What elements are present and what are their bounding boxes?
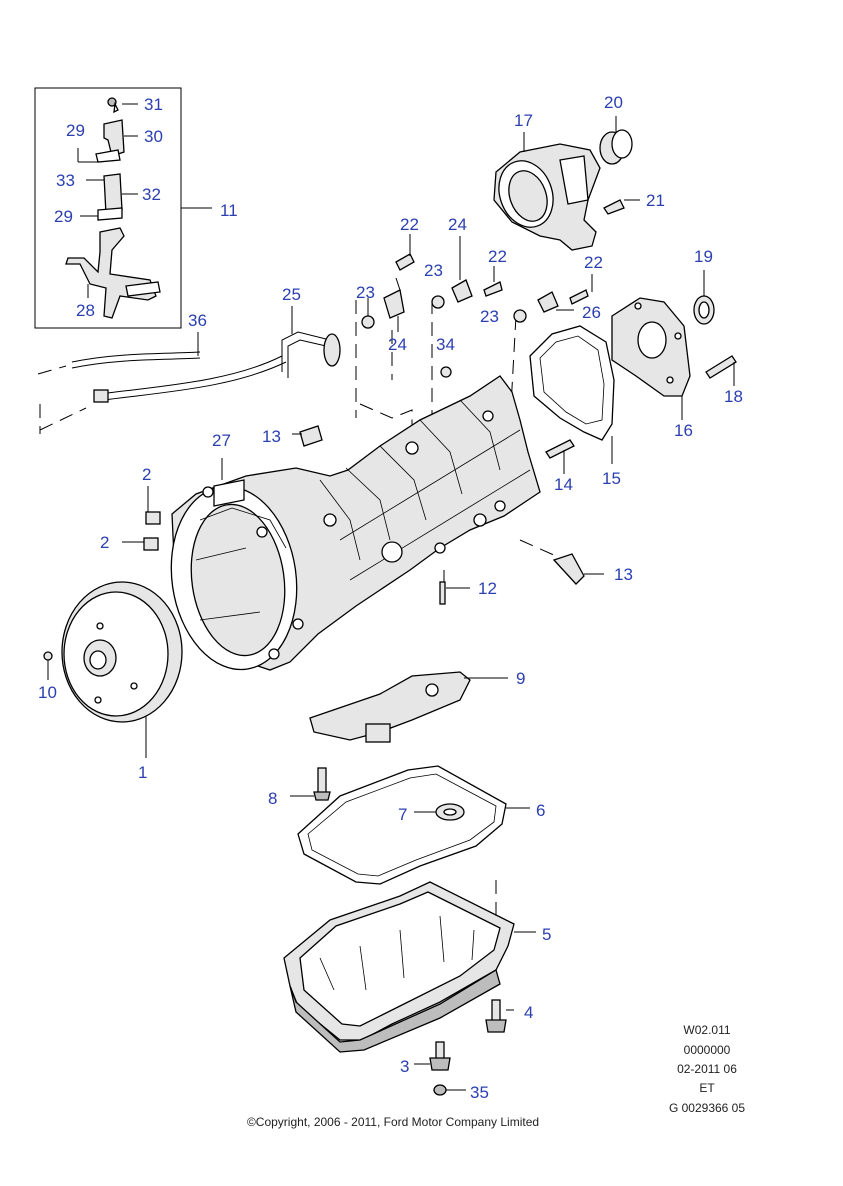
- callout-7: 7: [398, 805, 407, 824]
- callout-26: 26: [582, 303, 601, 322]
- callout-1: 1: [138, 763, 147, 782]
- callout-24-bottom: 24: [388, 335, 407, 354]
- bolt-18: [705, 355, 737, 386]
- callout-13-lower: 13: [614, 565, 633, 584]
- callout-35: 35: [470, 1083, 489, 1102]
- seal: [599, 116, 633, 165]
- bolt-4: [485, 999, 514, 1033]
- callout-11: 11: [220, 201, 238, 220]
- reference-line-3: 02-2011 06: [677, 1062, 737, 1076]
- callout-8: 8: [268, 789, 277, 808]
- inset-box-cooler-line-brackets: [34, 87, 212, 329]
- callout-12: 12: [478, 579, 497, 598]
- plug-2-lower: [122, 537, 159, 551]
- callout-9: 9: [516, 669, 525, 688]
- callout-6: 6: [536, 801, 545, 820]
- oil-pan-gasket: [297, 765, 530, 885]
- callout-21: 21: [646, 191, 665, 210]
- reference-line-1: W02.011: [683, 1023, 730, 1037]
- callout-34: 34: [436, 335, 455, 354]
- reference-line-2: 0000000: [684, 1043, 731, 1057]
- callout-36: 36: [188, 311, 207, 330]
- reference-line-4: ET: [699, 1081, 715, 1095]
- callout-27: 27: [212, 431, 231, 450]
- callout-32: 32: [142, 185, 161, 204]
- transmission-case: [170, 375, 541, 671]
- oil-cooler-tube: [71, 332, 287, 403]
- reference-line-5: G 0029366 05: [669, 1101, 745, 1115]
- breather-tube: [281, 306, 341, 378]
- gasket-15: [529, 325, 615, 464]
- callout-23-left: 23: [356, 283, 375, 302]
- callout-20: 20: [604, 93, 623, 112]
- extension-housing: [493, 132, 601, 251]
- oil-seal-19: [693, 270, 715, 325]
- sensor-group: [361, 234, 593, 378]
- bolt-21: [603, 199, 640, 215]
- bolt-13-upper: [292, 425, 323, 447]
- dowel-pin-14: [545, 439, 575, 474]
- callout-25: 25: [282, 285, 301, 304]
- callout-17: 17: [514, 111, 533, 130]
- callout-19: 19: [694, 247, 713, 266]
- callout-23-right: 23: [480, 307, 499, 326]
- callout-28: 28: [76, 301, 95, 320]
- callout-16: 16: [674, 421, 693, 440]
- callout-18: 18: [724, 387, 743, 406]
- plug-2-upper: [145, 486, 161, 525]
- callout-labels: 1 2 2 3 4 5 6 7 8 9 10 11 12 13 13 14 15…: [38, 93, 743, 1102]
- callout-5: 5: [542, 925, 551, 944]
- callout-14: 14: [554, 475, 573, 494]
- callout-29-lower: 29: [54, 207, 73, 226]
- callout-10: 10: [38, 683, 57, 702]
- bolt-8: [290, 767, 331, 801]
- bracket-9: [309, 671, 508, 743]
- callout-22-right: 22: [584, 253, 603, 272]
- bolt-13-lower: [552, 553, 604, 585]
- oil-filter-7: [414, 803, 465, 821]
- callout-2-upper: 2: [142, 465, 151, 484]
- callout-15: 15: [602, 469, 621, 488]
- callout-3: 3: [400, 1057, 409, 1076]
- callout-24-top: 24: [448, 215, 467, 234]
- callout-23-mid: 23: [424, 261, 443, 280]
- reference-block: W02.011 0000000 02-2011 06 ET G 0029366 …: [669, 1023, 745, 1115]
- bolt-35: [433, 1084, 466, 1096]
- callout-2-lower: 2: [100, 533, 109, 552]
- callout-4: 4: [524, 1003, 533, 1022]
- callout-22-left: 22: [400, 215, 419, 234]
- callout-22-mid: 22: [488, 247, 507, 266]
- callout-13-upper: 13: [262, 427, 281, 446]
- rear-adapter-plate: [611, 297, 691, 420]
- callout-30: 30: [144, 127, 163, 146]
- oil-pan: [283, 881, 536, 1053]
- callout-29-upper: 29: [66, 121, 85, 140]
- callout-33: 33: [56, 171, 75, 190]
- torque-converter: [43, 581, 183, 758]
- callout-31: 31: [144, 95, 163, 114]
- bolt-3: [414, 1041, 451, 1071]
- pin-12: [439, 581, 470, 605]
- copyright-notice: ©Copyright, 2006 - 2011, Ford Motor Comp…: [247, 1115, 539, 1129]
